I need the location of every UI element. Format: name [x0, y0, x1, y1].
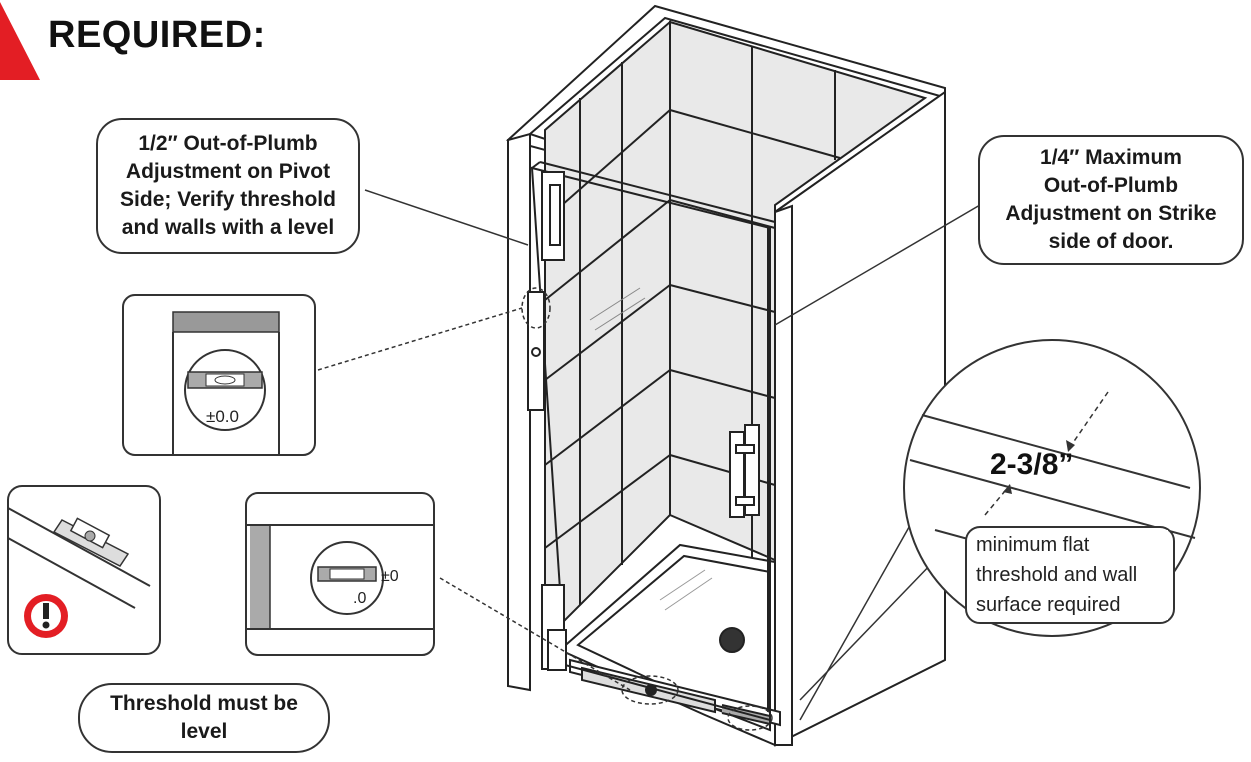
hardware	[527, 171, 760, 671]
pivot-side-callout: 1/2″ Out-of-Plumb Adjustment on Pivot Si…	[96, 118, 360, 254]
dimension-note: minimum flat threshold and wall surface …	[976, 530, 1168, 620]
threshold-level-callout: Threshold must be level	[78, 683, 330, 753]
warning-triangle-icon	[0, 2, 40, 80]
bottom-level-reading-a: ±0	[381, 568, 399, 585]
level-detail-bottom	[245, 492, 435, 656]
strike-side-callout: 1/4″ Maximum Out-of-Plumb Adjustment on …	[978, 135, 1244, 265]
level-detail-top	[122, 294, 316, 456]
bottom-level-reading-b: .0	[353, 590, 367, 607]
top-level-reading: ±0.0	[206, 407, 239, 426]
pivot-side-callout-text: 1/2″ Out-of-Plumb Adjustment on Pivot Si…	[120, 132, 336, 239]
exclamation-circle-icon	[24, 594, 68, 638]
strike-side-callout-text: 1/4″ Maximum Out-of-Plumb Adjustment on …	[1005, 146, 1217, 253]
tile-grid	[544, 19, 928, 643]
detail-markers	[317, 287, 773, 731]
required-heading: REQUIRED:	[48, 14, 266, 56]
leader-lines	[364, 189, 981, 721]
threshold-level-callout-text: Threshold must be level	[110, 692, 298, 743]
level-detail-warning	[7, 485, 161, 655]
dimension-value: 2-3/8”	[990, 448, 1074, 481]
glass-door	[530, 161, 776, 722]
